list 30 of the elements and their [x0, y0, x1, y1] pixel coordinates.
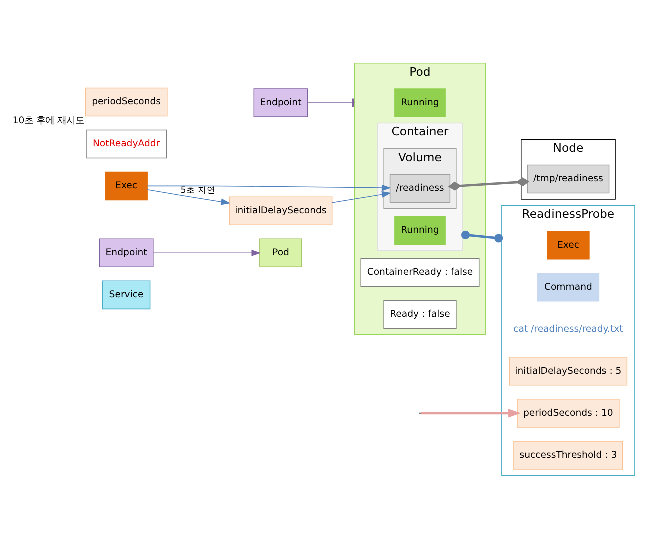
edge-label: 5초 지연 — [180, 186, 216, 196]
node-box: initialDelaySeconds : 5 — [509, 356, 628, 386]
connector — [448, 177, 530, 190]
connector — [308, 98, 356, 107]
node-text: cat /readiness/ready.txt — [514, 323, 624, 334]
arrow — [147, 184, 392, 191]
node-box: initialDelaySeconds — [229, 196, 333, 226]
node-box: Exec — [547, 230, 590, 260]
node-box: Running — [394, 88, 446, 117]
arrow — [332, 190, 392, 203]
node-box: /tmp/readiness — [527, 164, 610, 194]
arrow — [147, 188, 231, 205]
node-box: periodSeconds — [85, 87, 168, 116]
node-box: Ready : false — [384, 300, 457, 329]
node-box: Running — [394, 216, 446, 244]
arrow — [153, 249, 262, 256]
node-box: ContainerReady : false — [360, 258, 480, 286]
node-box: periodSeconds : 10 — [517, 398, 620, 428]
node-box: Command — [537, 272, 600, 302]
node-box: Exec — [105, 171, 148, 200]
node-box: Service — [102, 280, 151, 310]
connector — [461, 230, 504, 242]
node-box: /readiness — [390, 174, 451, 202]
arrow — [421, 408, 522, 418]
node-box: Pod — [260, 238, 302, 268]
node-box: Endpoint — [254, 88, 308, 117]
node-box: NotReadyAddr — [86, 129, 168, 158]
node-label: 10초 후에 재시도 — [12, 115, 85, 126]
node-box: successThreshold : 3 — [514, 440, 624, 470]
node-box: Endpoint — [99, 238, 154, 268]
